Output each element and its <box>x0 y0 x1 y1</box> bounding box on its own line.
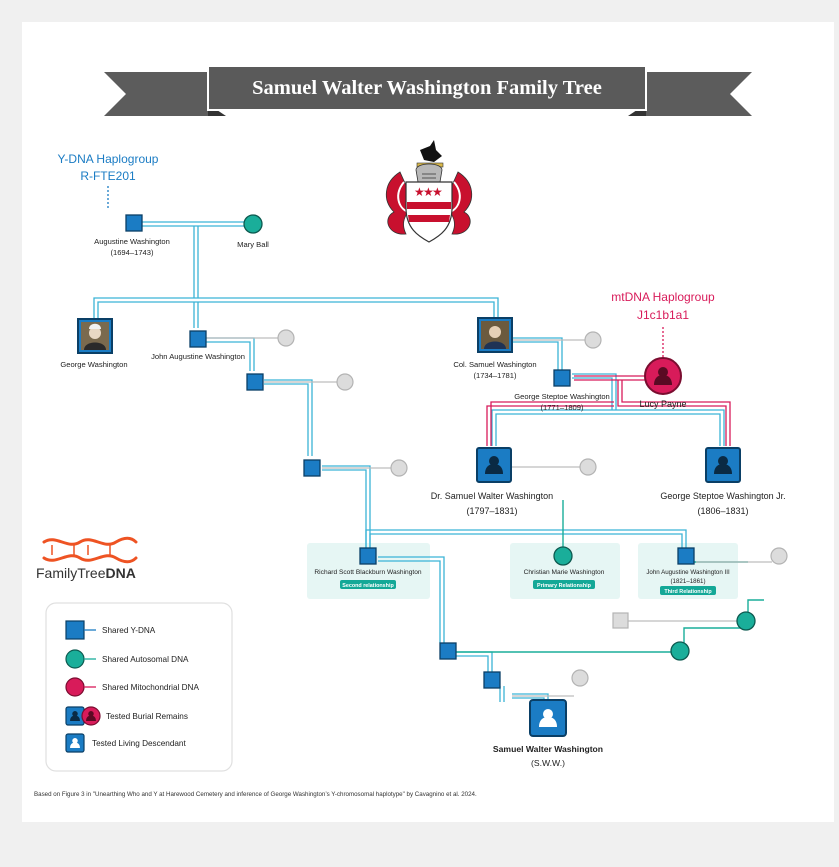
primary-relationship-tag <box>533 580 595 589</box>
svg-text:★: ★ <box>414 185 425 199</box>
svg-text:John Augustine Washington III: John Augustine Washington III <box>646 569 730 576</box>
coat-of-arms-emblem: ★ ★ ★ <box>386 140 472 243</box>
lineage-connectors <box>93 221 772 708</box>
node-autosomal-descendant-1[interactable] <box>612 611 756 631</box>
node-richard-scott-blackburn-washington[interactable]: Richard Scott Blackburn Washington Secon… <box>314 547 422 589</box>
svg-text:★: ★ <box>423 185 434 199</box>
relationship-box-third <box>638 543 738 599</box>
svg-text:Shared Mitochondrial DNA: Shared Mitochondrial DNA <box>102 683 199 692</box>
svg-text:(1694–1743): (1694–1743) <box>110 248 154 257</box>
node-augustine-washington[interactable]: Augustine Washington (1694–1743) <box>94 214 170 257</box>
family-tree-card: Samuel Walter Washington Family Tree ★ ★… <box>22 22 834 822</box>
node-john-augustine-washington-iii[interactable]: John Augustine Washington III (1821–1861… <box>646 547 788 595</box>
node-generation-2[interactable] <box>303 459 408 477</box>
node-samuel-walter-washington[interactable]: Samuel Walter Washington (S.W.W.) <box>493 699 603 768</box>
svg-text:George Washington: George Washington <box>60 360 127 369</box>
svg-text:John Augustine Washington: John Augustine Washington <box>151 352 245 361</box>
node-christian-marie-washington[interactable]: Christian Marie Washington Primary Relat… <box>524 546 605 589</box>
dna-helix-icon <box>42 536 138 564</box>
legend: Shared Y-DNA Shared Autosomal DNA Shared… <box>45 602 233 772</box>
legend-item-mito: Shared Mitochondrial DNA <box>65 677 199 697</box>
svg-text:Y-DNA Haplogroup: Y-DNA Haplogroup <box>58 152 159 166</box>
figure-caption: Based on Figure 3 in "Unearthing Who and… <box>34 791 477 798</box>
node-generation-1[interactable] <box>246 373 354 391</box>
node-lucy-payne[interactable]: Lucy Payne <box>639 357 687 409</box>
legend-item-autosomal: Shared Autosomal DNA <box>65 649 189 669</box>
svg-text:Primary Relationship: Primary Relationship <box>537 583 592 589</box>
svg-text:Tested Burial Remains: Tested Burial Remains <box>106 712 188 721</box>
page-title: Samuel Walter Washington Family Tree <box>252 77 602 99</box>
svg-text:George Steptoe Washington Jr.: George Steptoe Washington Jr. <box>660 491 785 501</box>
node-generation-4[interactable] <box>483 669 589 689</box>
svg-text:(S.W.W.): (S.W.W.) <box>531 758 565 768</box>
second-relationship-tag <box>340 580 396 589</box>
svg-text:Shared Y-DNA: Shared Y-DNA <box>102 626 156 635</box>
svg-text:FamilyTreeDNA: FamilyTreeDNA <box>36 565 136 581</box>
node-george-washington[interactable]: George Washington <box>60 318 128 369</box>
svg-text:Dr. Samuel Walter Washington: Dr. Samuel Walter Washington <box>431 491 553 501</box>
legend-item-living: Tested Living Descendant <box>65 733 186 753</box>
node-col-samuel-washington[interactable]: Col. Samuel Washington (1734–1781) <box>453 317 602 380</box>
svg-text:Christian Marie Washington: Christian Marie Washington <box>524 569 605 576</box>
third-relationship-tag <box>660 586 716 595</box>
portrait-icon <box>89 327 101 339</box>
svg-text:Lucy Payne: Lucy Payne <box>639 399 686 409</box>
svg-text:J1c1b1a1: J1c1b1a1 <box>637 308 689 322</box>
familytreedna-logo: FamilyTreeDNA <box>36 536 138 581</box>
svg-text:(1771–1809): (1771–1809) <box>540 403 584 412</box>
legend-item-ydna: Shared Y-DNA <box>65 620 156 640</box>
svg-text:★: ★ <box>432 185 443 199</box>
svg-text:(1734–1781): (1734–1781) <box>473 371 517 380</box>
svg-text:Third Relationship: Third Relationship <box>664 589 712 595</box>
node-george-steptoe-washington-jr[interactable]: George Steptoe Washington Jr. (1806–1831… <box>660 447 786 516</box>
svg-text:Second relationship: Second relationship <box>342 583 394 589</box>
svg-text:Shared Autosomal DNA: Shared Autosomal DNA <box>102 655 189 664</box>
svg-text:Col. Samuel Washington: Col. Samuel Washington <box>453 360 536 369</box>
svg-text:(1797–1831): (1797–1831) <box>466 506 517 516</box>
node-dr-samuel-walter-washington[interactable]: Dr. Samuel Walter Washington (1797–1831) <box>431 447 597 516</box>
svg-text:Tested Living Descendant: Tested Living Descendant <box>92 739 186 748</box>
svg-text:George Steptoe Washington: George Steptoe Washington <box>514 392 610 401</box>
y-dna-haplogroup: Y-DNA Haplogroup R-FTE201 <box>58 152 159 210</box>
node-john-augustine-washington[interactable]: John Augustine Washington <box>151 329 295 361</box>
svg-text:Mary Ball: Mary Ball <box>237 240 269 249</box>
mtdna-haplogroup: mtDNA Haplogroup J1c1b1a1 <box>611 290 715 357</box>
node-autosomal-descendant-2[interactable] <box>670 641 690 661</box>
svg-text:(1806–1831): (1806–1831) <box>697 506 748 516</box>
node-george-steptoe-washington[interactable]: George Steptoe Washington (1771–1809) <box>514 369 610 412</box>
portrait-icon <box>489 326 501 338</box>
svg-text:mtDNA Haplogroup: mtDNA Haplogroup <box>611 290 715 304</box>
svg-text:(1821–1861): (1821–1861) <box>670 578 705 585</box>
title-banner: Samuel Walter Washington Family Tree <box>104 65 752 116</box>
legend-item-burial: Tested Burial Remains <box>65 706 188 726</box>
svg-text:Augustine Washington: Augustine Washington <box>94 237 170 246</box>
svg-text:R-FTE201: R-FTE201 <box>80 169 136 183</box>
node-generation-3[interactable] <box>439 642 457 660</box>
svg-text:Richard Scott Blackburn Washin: Richard Scott Blackburn Washington <box>314 569 421 576</box>
svg-text:Samuel Walter Washington: Samuel Walter Washington <box>493 744 603 754</box>
node-mary-ball[interactable]: Mary Ball <box>237 214 269 249</box>
